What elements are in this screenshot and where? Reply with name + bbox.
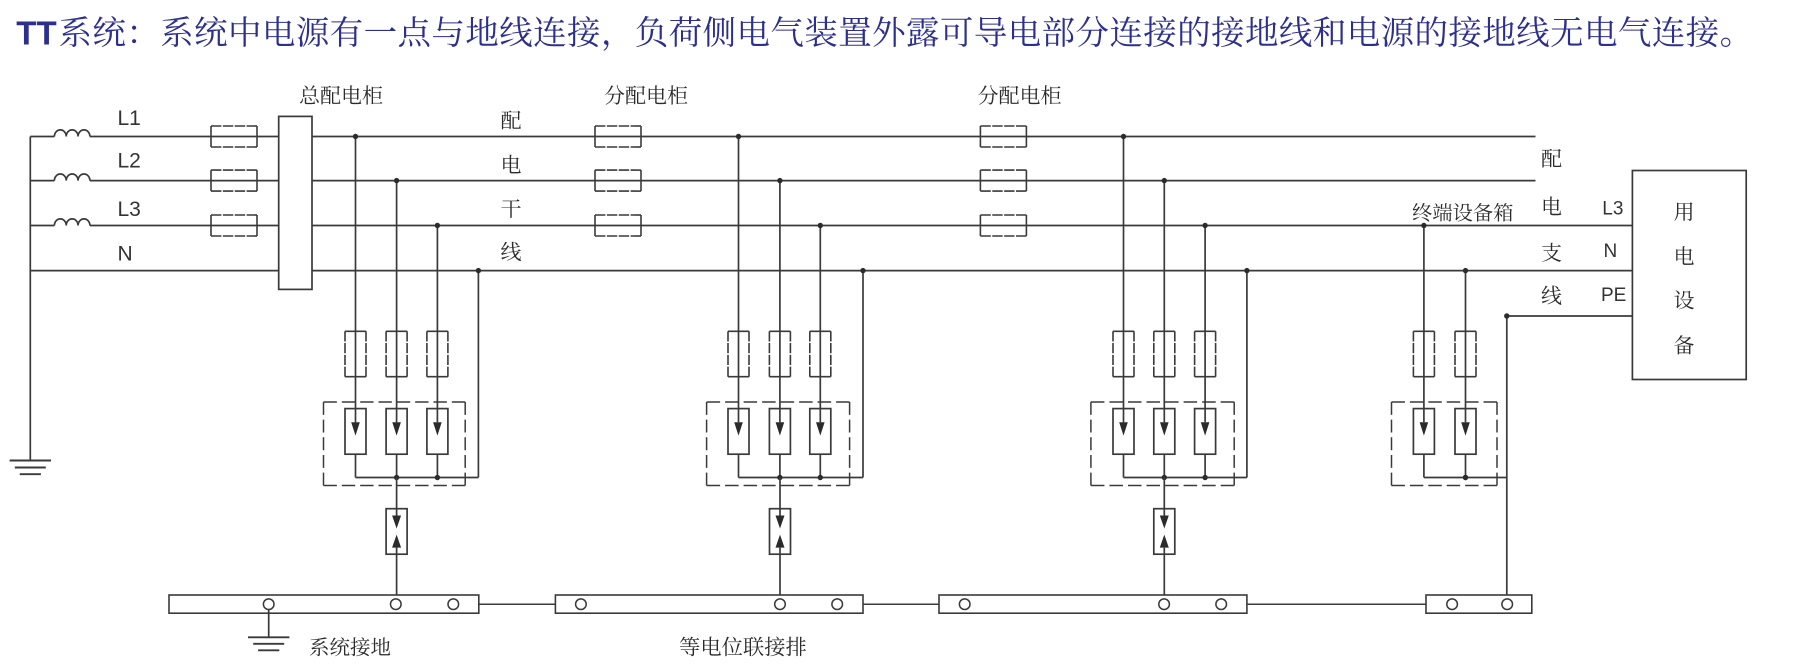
svg-text:PE: PE [1601,285,1626,306]
svg-text:N: N [118,242,133,265]
svg-text:L3: L3 [1602,198,1623,219]
svg-text:N: N [1604,241,1618,262]
svg-text:L3: L3 [118,198,141,221]
svg-text:L1: L1 [118,107,141,130]
svg-text:L2: L2 [118,150,141,173]
svg-text:TT: TT [16,14,56,51]
